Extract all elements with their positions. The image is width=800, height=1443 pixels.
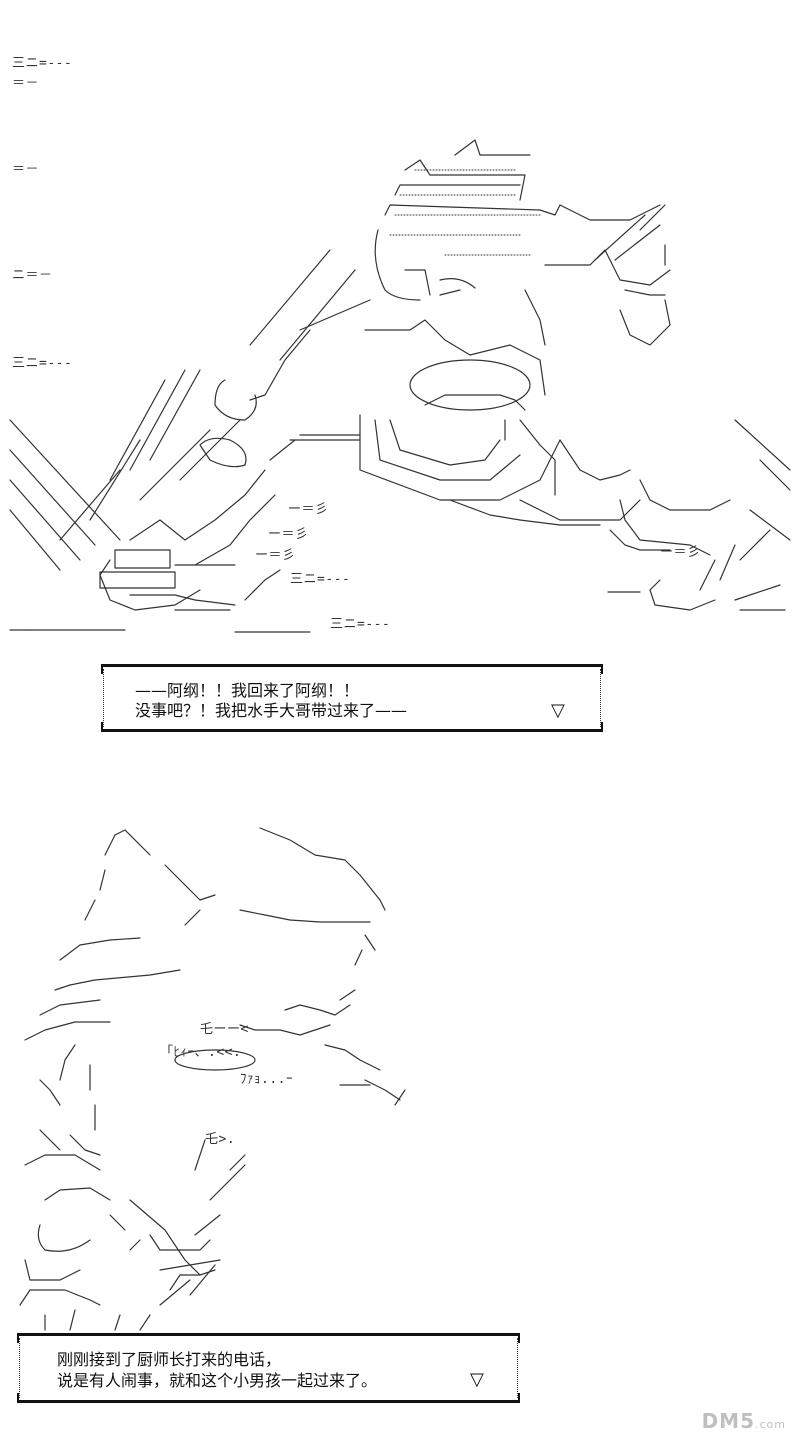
frame-corner-mark [601,667,603,674]
dialogue-box: 刚刚接到了厨师长打来的电话， 说是有人闹事，就和这个小男孩一起过来了。 ▽ [17,1333,520,1403]
sfx-scream-text: 「ﾋｨｰ、.<<. [160,1045,242,1060]
dialogue-line: 说是有人闹事，就和这个小男孩一起过来了。 [57,1371,378,1390]
sfx-motion-text: ニ＝－ [12,268,53,283]
dialogue-line: 刚刚接到了厨师长打来的电话， [57,1350,282,1369]
watermark-brand: DM5 [701,1409,755,1433]
watermark-domain: .com [755,1418,786,1431]
sfx-motion-text: 三ニ=--- [12,56,73,71]
sfx-motion-text: ＝－ [12,76,40,91]
sfx-scream-text: 乇>. [205,1132,236,1147]
sfx-motion-text: ＝－ [12,162,40,177]
next-triangle-icon[interactable]: ▽ [470,1369,484,1390]
dialogue-box: ——阿纲！！我回来了阿纲！！ 没事吧？！我把水手大哥带过来了—— ▽ [101,664,603,732]
sfx-motion-text: 三ニ=--- [12,356,73,371]
frame-corner-mark [101,667,103,674]
sfx-scream-text: ﾌｧｮ...ｰ [240,1072,293,1087]
frame-corner-mark [101,722,103,729]
frame-corner-mark [601,722,603,729]
manga-panel-1: 三ニ=--- ＝－ ＝－ ニ＝－ 三ニ=--- 三ニ=--- 三ニ=--- ー＝… [9,56,791,732]
ascii-art-running-figure [9,139,791,633]
ascii-art-chef-figure [19,827,406,1331]
manga-panel-2: 「ﾋｨｰ、.<<. ﾌｧｮ...ｰ 乇>. 乇ーー< 刚刚接到了厨师长打来的电话… [0,760,800,1443]
sfx-scream-text: 乇ーー< [200,1022,249,1037]
sfx-motion-text: 三ニ=--- [330,617,391,632]
sfx-motion-text: ー＝彡 [255,548,296,563]
site-watermark: DM5.com [702,1409,786,1433]
frame-corner-mark [518,1336,520,1343]
sfx-motion-text: 三ニ=--- [290,572,351,587]
dialogue-line: 没事吧？！我把水手大哥带过来了—— [135,701,408,720]
sfx-motion-text: ー＝彡 [288,502,329,517]
sfx-motion-text: ー＝彡 [660,545,701,560]
frame-corner-mark [17,1336,19,1343]
next-triangle-icon[interactable]: ▽ [551,700,565,721]
frame-corner-mark [518,1393,520,1400]
dialogue-line: ——阿纲！！我回来了阿纲！！ [135,681,360,700]
frame-corner-mark [17,1393,19,1400]
sfx-motion-text: ー＝彡 [268,527,309,542]
